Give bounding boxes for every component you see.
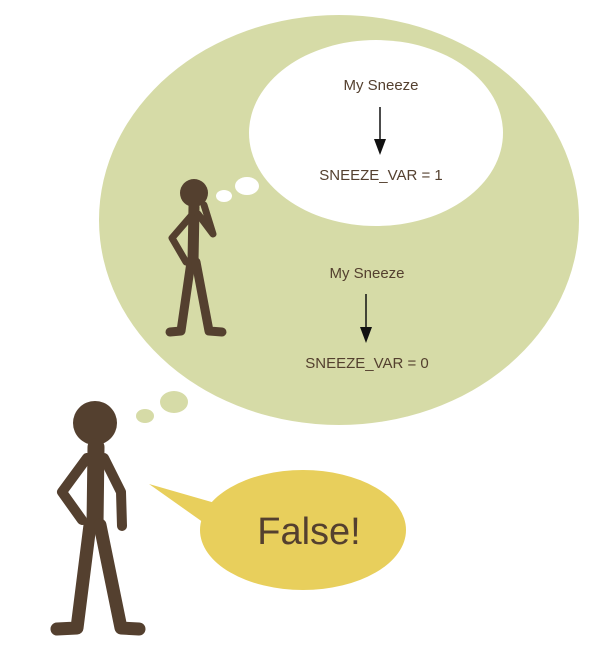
large-figure-head [73,401,117,445]
large-figure-left-arm [57,453,92,525]
outer-top-label: My Sneeze [329,265,404,282]
outer-thought-trail-large [160,391,188,413]
small-figure-head [180,179,208,207]
speech-text: False! [257,511,360,553]
small-figure-right-arm [194,201,217,238]
small-figure-left-arm [168,212,195,266]
large-figure-left-leg [50,518,97,636]
large-figure-right-leg [93,518,146,636]
inner-thought-trail-large [235,177,259,195]
outer-thought-trail-small [136,409,154,423]
large-figure-body [86,438,105,534]
small-figure-left-leg [165,257,196,337]
inner-bottom-label: SNEEZE_VAR = 1 [319,167,443,184]
inner-thought-bubble [249,40,503,226]
small-figure-right-leg [191,257,227,337]
small-thinking-figure [165,179,227,337]
inner-thought-trail-small [216,190,232,202]
outer-bottom-label: SNEEZE_VAR = 0 [305,355,429,372]
speech-bubble [200,470,406,590]
large-standing-figure [50,401,146,636]
large-figure-right-arm [99,453,127,531]
inner-top-label: My Sneeze [343,77,418,94]
outer-arrow-head [360,327,372,343]
inner-arrow-head [374,139,386,155]
